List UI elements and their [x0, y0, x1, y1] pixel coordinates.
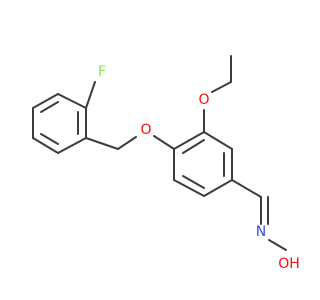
hydroxyl-label: OH: [278, 256, 300, 272]
ring-a-bond-2: [57, 93, 87, 109]
fluorine-label: F: [98, 64, 106, 80]
n-o-bond: [268, 239, 287, 251]
ring-b-double-bond-1: [182, 139, 205, 154]
benzaldehyde-oxime-ring: [173, 131, 233, 197]
ring-b-double-bond-3: [182, 175, 205, 189]
ring-a-double-bond-3: [40, 133, 59, 145]
ring-a-bond-4: [57, 137, 87, 154]
ring-a-double-bond-1: [40, 101, 59, 113]
ch2-o-bond: [117, 136, 137, 150]
ring-b-bond-2: [203, 131, 233, 150]
benzyl-ch2-bond: [85, 137, 119, 150]
molecule-svg: F O O N OH: [32, 55, 300, 272]
ring-b-bond-5: [173, 179, 205, 197]
ring-b-bond-1: [173, 131, 205, 150]
ring-b-bond-4: [203, 179, 233, 197]
nitrogen-label: N: [256, 224, 266, 240]
c-f-bond: [85, 81, 96, 109]
o-ethyl-bond: [211, 81, 232, 93]
benzyloxy-oxygen-label: O: [140, 122, 151, 138]
ring-a-bond-5: [32, 137, 59, 154]
chemical-structure-diagram: F O O N OH: [32, 55, 300, 272]
ethoxy-oxygen-label: O: [198, 92, 209, 108]
o-aryl-bond: [153, 135, 175, 150]
ring-a-bond-1: [32, 93, 59, 109]
fluorophenyl-ring: [32, 93, 87, 154]
aryl-ch-bond: [231, 179, 262, 198]
